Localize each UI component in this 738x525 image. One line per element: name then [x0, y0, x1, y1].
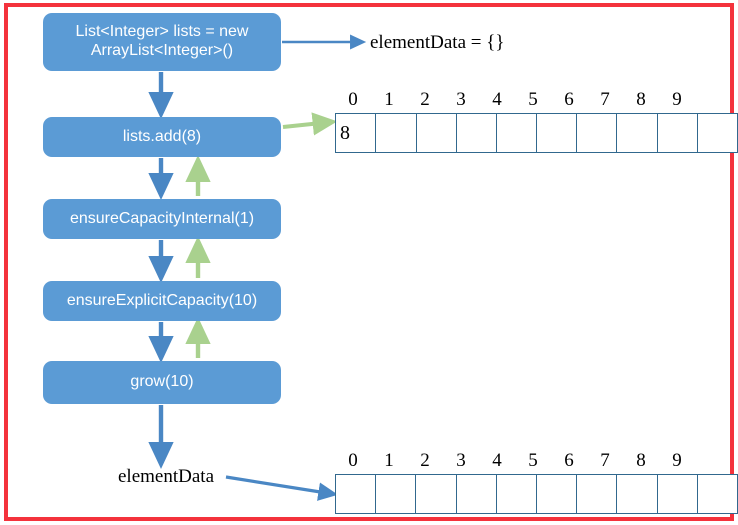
label-element-data-empty: elementData = {} [370, 32, 505, 53]
box-new-arraylist-line2: ArrayList<Integer>() [90, 42, 234, 59]
array-cell[interactable] [696, 474, 738, 514]
array-after-add: 8 [334, 113, 738, 153]
array-cell[interactable] [455, 113, 497, 153]
index-label: 0 [348, 89, 358, 110]
index-label: 9 [672, 89, 682, 110]
array-cell[interactable] [415, 113, 457, 153]
index-label: 9 [672, 450, 682, 471]
label-element-data: elementData [118, 466, 215, 487]
box-lists-add[interactable]: lists.add(8) [43, 117, 281, 157]
index-label: 2 [420, 89, 430, 110]
array-cell[interactable] [495, 474, 537, 514]
array-cell[interactable] [415, 474, 457, 514]
array-cell[interactable] [616, 474, 658, 514]
array-cell[interactable] [375, 113, 417, 153]
index-label: 6 [564, 450, 574, 471]
array-row: 8 [334, 113, 738, 153]
box-ensure-explicit-capacity[interactable]: ensureExplicitCapacity(10) [43, 281, 281, 321]
index-label: 4 [492, 89, 502, 110]
box-new-arraylist-label: List<Integer> lists = new ArrayList<Inte… [76, 23, 249, 61]
array-cell[interactable] [495, 113, 538, 153]
index-label: 1 [384, 450, 394, 471]
box-ensure-capacity-internal[interactable]: ensureCapacityInternal(1) [43, 199, 281, 239]
diagram-frame [4, 3, 734, 521]
box-new-arraylist[interactable]: List<Integer> lists = new ArrayList<Inte… [43, 13, 281, 71]
array-cell[interactable] [334, 474, 377, 514]
index-label: 8 [636, 450, 646, 471]
box-grow[interactable]: grow(10) [43, 361, 281, 404]
array-cell[interactable] [576, 113, 618, 153]
index-label: 2 [420, 450, 430, 471]
index-label: 5 [528, 89, 538, 110]
index-label: 8 [636, 89, 646, 110]
index-label: 3 [456, 89, 466, 110]
index-label: 6 [564, 89, 574, 110]
array-cell[interactable] [535, 474, 578, 514]
index-label: 0 [348, 450, 358, 471]
array-cell[interactable] [616, 113, 658, 153]
index-label: 7 [600, 89, 610, 110]
box-new-arraylist-line1: List<Integer> lists = new [75, 23, 249, 41]
array-after-add-index-row: 0 1 2 3 4 5 6 7 8 9 [335, 89, 695, 111]
array-cell[interactable] [536, 113, 578, 153]
index-label: 1 [384, 89, 394, 110]
index-label: 7 [600, 450, 610, 471]
array-cell[interactable] [375, 474, 417, 514]
array-cell[interactable] [696, 113, 738, 153]
array-after-grow-index-row: 0 1 2 3 4 5 6 7 8 9 [335, 450, 695, 472]
index-label: 4 [492, 450, 502, 471]
array-after-grow [334, 474, 738, 514]
array-cell[interactable]: 8 [334, 113, 377, 153]
array-cell[interactable] [656, 474, 698, 514]
array-cell[interactable] [656, 113, 698, 153]
index-label: 5 [528, 450, 538, 471]
array-cell[interactable] [455, 474, 497, 514]
array-row [334, 474, 738, 514]
index-label: 3 [456, 450, 466, 471]
array-cell[interactable] [576, 474, 618, 514]
